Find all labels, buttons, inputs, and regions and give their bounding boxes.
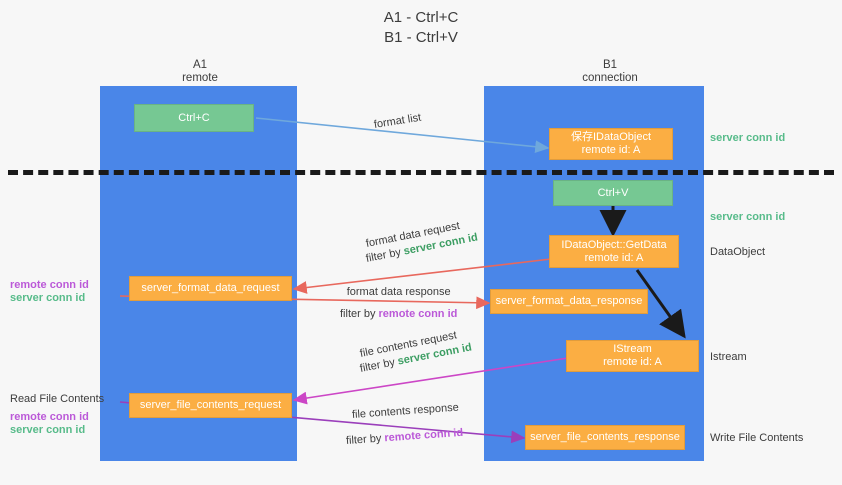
edge-caption-format-data-response: format data response (346, 286, 451, 298)
node-getdata[interactable]: IDataObject::GetData remote id: A (549, 235, 679, 268)
phase-divider (8, 170, 834, 175)
node-save-idataobject-sub: remote id: A (581, 144, 641, 156)
edge-filter-value-file-contents-response: remote conn id (384, 426, 464, 445)
node-server-format-data-request[interactable]: server_format_data_request (129, 276, 292, 301)
annotation-read-file-contents: Read File Contents (10, 393, 105, 405)
node-ctrl-c[interactable]: Ctrl+C (134, 104, 254, 132)
edge-filter-prefix-format-data-response: filter by (340, 308, 379, 320)
node-server-file-contents-request[interactable]: server_file_contents_request (129, 393, 292, 418)
node-server-file-contents-response[interactable]: server_file_contents_response (525, 425, 685, 450)
edge-filter-value-format-data-response: remote conn id (378, 308, 458, 320)
annotation-server-conn-id-4: server conn id (10, 424, 86, 436)
node-ctrl-c-label: Ctrl+C (178, 111, 210, 124)
page-title: A1 - Ctrl+C B1 - Ctrl+V (383, 9, 459, 46)
annotation-remote-conn-id-1: remote conn id (10, 279, 89, 291)
node-ctrl-v[interactable]: Ctrl+V (553, 180, 673, 206)
node-server-format-data-response-label: server_format_data_response (495, 295, 643, 307)
node-getdata-label: IDataObject::GetData (561, 238, 667, 251)
edge-caption-format-list: format list (373, 111, 423, 131)
edge-caption-format-data-response-group: format data response filter by remote co… (340, 285, 457, 321)
node-save-idataobject-label: 保存IDataObject (570, 131, 652, 143)
edge-caption-format-data-request-group: format data request filter by server con… (365, 220, 480, 266)
annotation-istream: Istream (710, 351, 747, 363)
column-header-left: A1 remote (182, 59, 218, 84)
edge-filter-prefix-file-contents-response: filter by (345, 432, 385, 447)
node-server-file-contents-response-label: server_file_contents_response (530, 431, 680, 443)
node-server-format-data-request-label: server_format_data_request (141, 282, 280, 294)
annotation-server-conn-id-1: server conn id (710, 132, 786, 144)
annotation-write-file-contents: Write File Contents (710, 432, 804, 444)
node-istream-sub: remote id: A (603, 356, 662, 368)
node-ctrl-v-label: Ctrl+V (597, 186, 629, 199)
node-save-idataobject[interactable]: 保存IDataObject remote id: A (549, 128, 673, 160)
node-getdata-sub: remote id: A (584, 251, 644, 264)
annotation-dataobject: DataObject (710, 246, 766, 258)
edge-caption-file-contents-response-group: file contents response filter by remote … (346, 402, 464, 448)
edge-caption-file-contents-response: file contents response (351, 401, 460, 421)
column-header-right: B1 connection (582, 59, 638, 84)
annotation-server-conn-id-2: server conn id (710, 211, 786, 223)
annotation-server-conn-id-3: server conn id (10, 292, 86, 304)
annotation-remote-conn-id-2: remote conn id (10, 411, 89, 423)
edge-caption-file-contents-request-group: file contents request filter by server c… (359, 329, 474, 376)
node-server-format-data-response[interactable]: server_format_data_response (490, 289, 648, 314)
node-server-file-contents-request-label: server_file_contents_request (139, 399, 282, 411)
node-istream-label: IStream (613, 343, 652, 355)
node-istream[interactable]: IStream remote id: A (566, 340, 699, 372)
